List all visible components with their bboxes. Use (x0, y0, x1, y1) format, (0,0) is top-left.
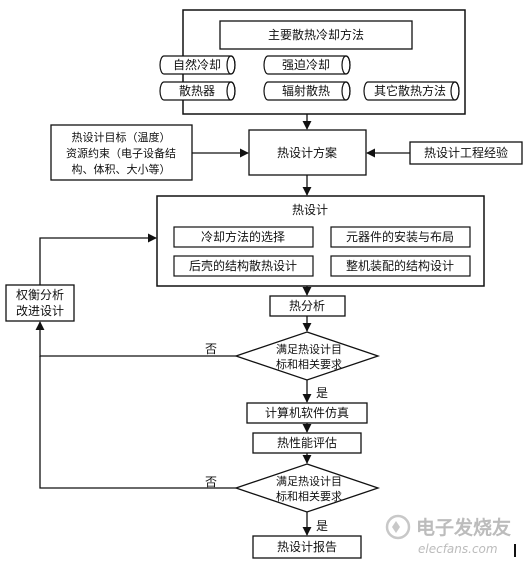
cooling-methods-title-box (219, 20, 413, 50)
thermal-design-report-box: 热设计报告 (252, 535, 362, 559)
performance-evaluation-box: 热性能评估 (252, 432, 362, 454)
decision-1-no-label: 否 (205, 342, 217, 356)
method-heatsink-label: 散热器 (179, 83, 215, 98)
decision-2-yes-label: 是 (316, 519, 328, 533)
decision-1-line-2: 标和相关要求 (276, 357, 342, 371)
decision-2-no-label: 否 (205, 475, 217, 489)
watermark: 电子发烧友 elecfans.com (385, 514, 511, 556)
decision-2-line-1: 满足热设计目 (276, 475, 342, 488)
design-component-layout-label: 元器件的安装与布局 (346, 229, 454, 244)
watermark-logo-icon (385, 514, 411, 540)
performance-evaluation-label: 热性能评估 (277, 436, 337, 450)
design-goals-line-2: 资源约束（电子设备结 (66, 146, 176, 160)
decision-1-line-1: 满足热设计目 (276, 343, 342, 356)
decision-2-line-2: 标和相关要求 (276, 489, 342, 503)
engineering-experience-box: 热设计工程经验 (409, 141, 523, 165)
decision-1-diamond: 满足热设计目 标和相关要求 (233, 331, 381, 381)
method-forced-cooling: 强迫冷却 (263, 55, 351, 75)
thermal-design-group: 热设计 冷却方法的选择 元器件的安装与布局 后壳的结构散热设计 整机装配的结构设… (156, 195, 485, 287)
design-assembly-box (330, 255, 471, 277)
design-cooling-selection-box (173, 226, 314, 248)
arrow-tradeoff-to-design (39, 233, 157, 285)
software-simulation-label: 计算机软件仿真 (265, 405, 349, 420)
software-simulation-box: 计算机软件仿真 (246, 402, 368, 424)
design-goals-line-1: 热设计目标（温度） (72, 130, 171, 144)
tradeoff-analysis-line-2: 改进设计 (16, 304, 64, 318)
connectors (35, 114, 410, 536)
method-other-label: 其它散热方法 (374, 83, 446, 98)
arrow-decision-2-no (39, 356, 236, 489)
design-cooling-selection-label: 冷却方法的选择 (201, 229, 285, 244)
thermal-design-plan-label: 热设计方案 (277, 145, 337, 160)
thermal-analysis-box: 热分析 (269, 295, 346, 317)
watermark-brand: 电子发烧友 (416, 516, 511, 539)
design-rear-shell-box (173, 255, 314, 277)
watermark-domain: elecfans.com (418, 542, 498, 556)
decision-1-yes-label: 是 (316, 386, 328, 400)
design-goals-line-3: 构、体积、大小等） (72, 162, 171, 176)
method-other: 其它散热方法 (363, 81, 460, 101)
decision-2-diamond: 满足热设计目 标和相关要求 (233, 463, 381, 513)
method-radiation-label: 辐射散热 (282, 83, 330, 98)
method-natural-cooling-label: 自然冷却 (173, 57, 221, 72)
cooling-methods-group: 主要散热冷却方法 自然冷却 强迫冷却 散热器 辐射散热 其它散热方法 (159, 9, 466, 115)
thermal-design-plan-box: 热设计方案 (248, 129, 367, 176)
engineering-experience-label: 热设计工程经验 (424, 145, 508, 160)
cooling-methods-title: 主要散热冷却方法 (268, 27, 364, 42)
method-forced-cooling-label: 强迫冷却 (282, 58, 330, 72)
design-goals-box: 热设计目标（温度） 资源约束（电子设备结 构、体积、大小等） (50, 124, 193, 181)
thermal-analysis-label: 热分析 (289, 299, 325, 313)
design-assembly-label: 整机装配的结构设计 (346, 258, 454, 273)
method-natural-cooling: 自然冷却 (159, 55, 236, 75)
design-rear-shell-label: 后壳的结构散热设计 (189, 258, 297, 273)
method-heatsink: 散热器 (159, 81, 236, 101)
thermal-design-report-label: 热设计报告 (277, 539, 337, 554)
tradeoff-analysis-box: 权衡分析 改进设计 (5, 284, 75, 322)
design-component-layout-box (330, 226, 471, 248)
thermal-design-title: 热设计 (292, 203, 328, 217)
tradeoff-analysis-line-1: 权衡分析 (16, 288, 64, 302)
method-radiation: 辐射散热 (263, 81, 351, 101)
